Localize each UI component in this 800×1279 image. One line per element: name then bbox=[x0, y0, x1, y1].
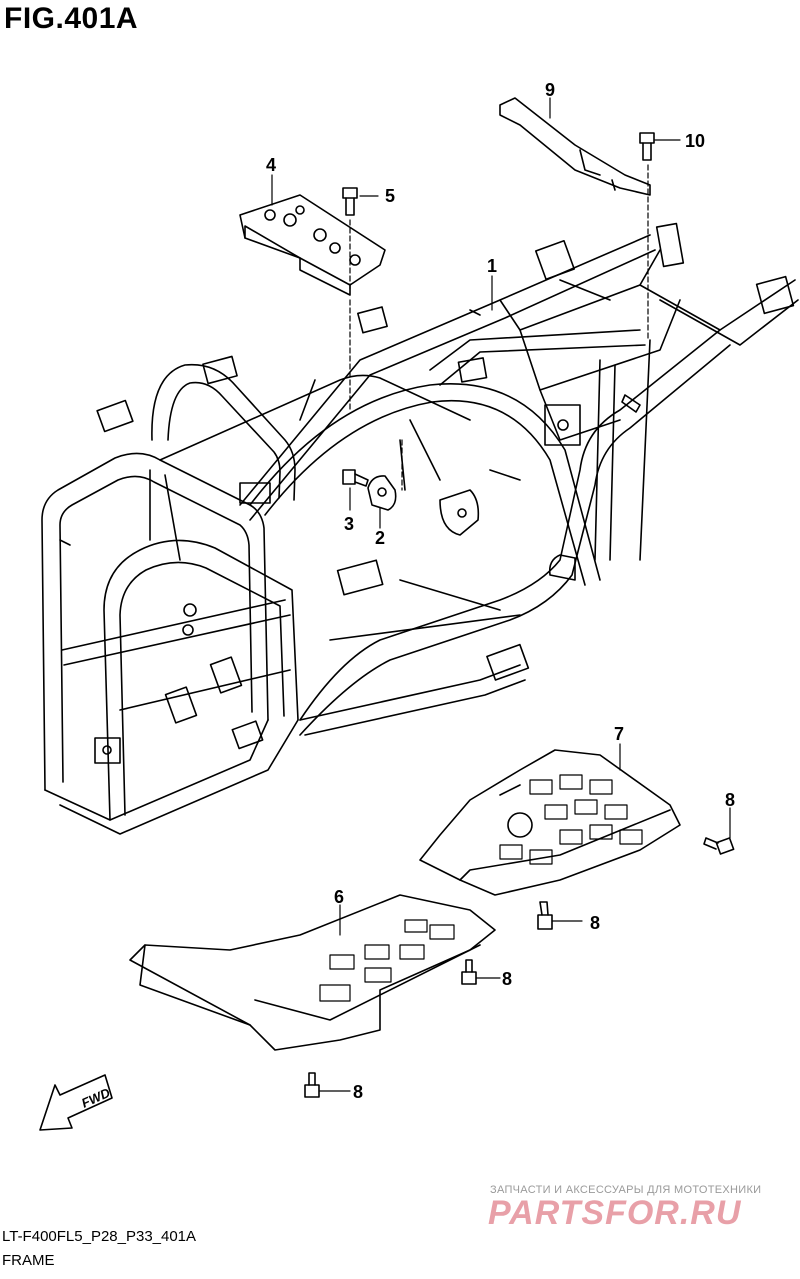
skid-plate-6-drawing bbox=[129, 894, 496, 1051]
callout-7: 7 bbox=[614, 724, 624, 744]
callout-10: 10 bbox=[685, 131, 705, 151]
callout-2: 2 bbox=[375, 528, 385, 548]
callout-8-d: 8 bbox=[353, 1082, 363, 1102]
bolt-8-d-drawing bbox=[304, 1072, 320, 1098]
watermark-tagline: ЗАПЧАСТИ И АКСЕССУАРЫ ДЛЯ МОТОТЕХНИКИ bbox=[490, 1184, 762, 1196]
bolt-8-a-drawing bbox=[703, 837, 735, 855]
main-frame-drawing bbox=[41, 222, 799, 835]
bracket-plate-drawing bbox=[239, 194, 386, 296]
callout-8-a: 8 bbox=[725, 790, 735, 810]
bolt-5-drawing bbox=[342, 187, 358, 216]
callout-4: 4 bbox=[266, 155, 276, 175]
callout-6: 6 bbox=[334, 887, 344, 907]
watermark-logo: PARTSFOR.RU bbox=[488, 1194, 742, 1232]
callout-3: 3 bbox=[344, 514, 354, 534]
bolt-3-drawing bbox=[342, 469, 369, 487]
rear-bracket-drawing bbox=[499, 97, 651, 196]
callout-1: 1 bbox=[487, 256, 497, 276]
plate-2-drawing bbox=[367, 475, 397, 511]
callout-9: 9 bbox=[545, 80, 555, 100]
section-name-label: FRAME bbox=[2, 1252, 55, 1269]
model-code-label: LT-F400FL5_P28_P33_401A bbox=[2, 1228, 197, 1245]
skid-plate-7-drawing bbox=[419, 749, 681, 896]
figure-title: FIG.401A bbox=[4, 2, 139, 35]
callout-8-b: 8 bbox=[590, 913, 600, 933]
bolt-8-c-drawing bbox=[461, 959, 477, 985]
callout-leaders bbox=[271, 97, 731, 1092]
bolt-8-b-drawing bbox=[537, 901, 553, 930]
callout-5: 5 bbox=[385, 186, 395, 206]
fwd-direction-arrow bbox=[39, 1074, 113, 1131]
bolt-10-drawing bbox=[639, 132, 655, 161]
callout-8-c: 8 bbox=[502, 969, 512, 989]
fwd-label: FWD bbox=[79, 1085, 113, 1111]
